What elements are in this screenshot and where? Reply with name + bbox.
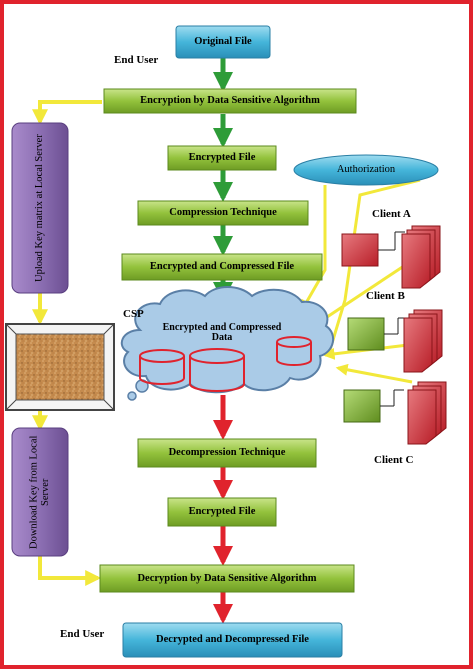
encrypted-file-label-2: Encrypted File [188,506,256,518]
authorization-label: Authorization [336,164,396,176]
decompression-box [137,438,317,468]
final-file-label: Decrypted and Decompressed File [156,634,309,646]
storage-cylinders [139,336,312,392]
original-file-label: Original File [194,36,252,48]
compression-box [137,200,309,226]
client-b-label: Client B [366,290,405,302]
end-user-label-top: End User [114,54,159,66]
client-c-label: Client C [374,454,414,466]
client-c-devices [343,381,447,445]
yellow-key-arrows [32,100,102,586]
final-file-box [122,622,343,658]
encrypted-file-label-1: Encrypted File [188,152,256,164]
cloud-shape [120,286,335,401]
csp-label: CSP [123,308,144,320]
download-key-label: Download Key from Local Server [28,435,51,549]
upload-key-label: Upload Key matrix at Local Server [34,134,46,282]
download-key-box [11,427,69,557]
original-file-box [175,25,271,59]
local-server-image [5,323,115,411]
decompression-label: Decompression Technique [168,447,286,459]
client-a-devices [341,225,441,289]
encrypted-file-box-1 [167,145,277,171]
client-a-label: Client A [372,208,411,220]
encryption-label: Encryption by Data Sensitive Algorithm [140,95,320,107]
client-b-devices [347,309,443,373]
decryption-box [99,564,355,593]
decryption-label: Decryption by Data Sensitive Algorithm [137,572,317,584]
compression-label: Compression Technique [169,207,277,219]
cloud-data-label: Encrypted and Compressed Data [162,321,282,343]
end-user-label-bottom: End User [60,628,105,640]
encrypted-compressed-label: Encrypted and Compressed File [149,261,295,273]
authorization-ellipse [293,154,439,186]
encrypted-file-box-2 [167,497,277,527]
encrypted-compressed-box [121,253,323,281]
encryption-box [103,88,357,114]
upload-key-box [11,122,69,294]
